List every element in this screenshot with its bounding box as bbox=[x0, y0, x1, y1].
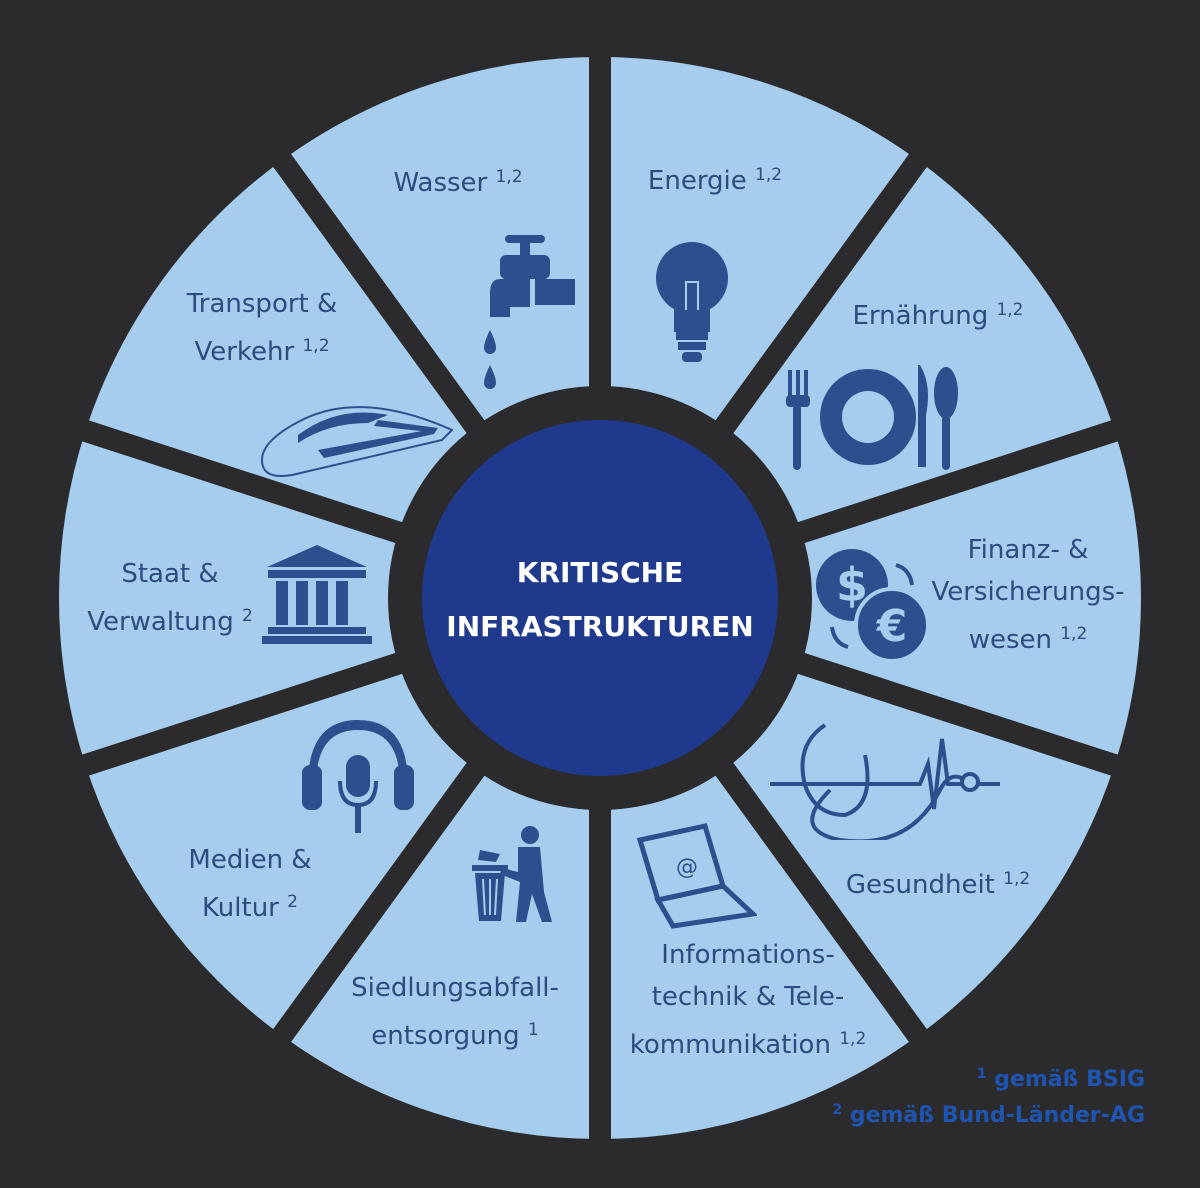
sector-label-it: Informations-technik & Tele-kommunikatio… bbox=[629, 940, 867, 1060]
sector-label-wasser: Wasser 1,2 bbox=[393, 167, 523, 198]
laptop-icon: @ bbox=[636, 823, 757, 929]
lightbulb-icon bbox=[656, 242, 728, 362]
footnote-bund-laender: 2 gemäß Bund-Länder-AG bbox=[832, 1102, 1145, 1128]
sector-label-medien: Medien &Kultur 2 bbox=[188, 845, 312, 923]
sector-label-finanz: Finanz- &Versicherungs-wesen 1,2 bbox=[931, 535, 1125, 655]
plate-cutlery-icon bbox=[786, 365, 958, 470]
headphones-microphone-icon bbox=[302, 720, 414, 833]
sector-label-abfall: Siedlungsabfall-entsorgung 1 bbox=[351, 973, 559, 1051]
sector-label-ernaehrung: Ernährung 1,2 bbox=[852, 300, 1024, 331]
train-icon bbox=[260, 406, 453, 477]
trash-icon bbox=[472, 826, 552, 922]
center-title: KRITISCHE INFRASTRUKTUREN bbox=[446, 546, 753, 654]
sector-label-gesundheit: Gesundheit 1,2 bbox=[845, 869, 1031, 900]
stethoscope-icon bbox=[770, 723, 1000, 840]
center-title-line2: INFRASTRUKTUREN bbox=[446, 610, 754, 643]
center-title-line1: KRITISCHE bbox=[516, 556, 684, 589]
sector-label-energie: Energie 1,2 bbox=[647, 165, 783, 196]
euro-icon: € bbox=[876, 601, 908, 652]
dollar-icon: $ bbox=[836, 558, 868, 612]
currency-exchange-icon: $ € bbox=[816, 549, 930, 663]
at-sign-icon: @ bbox=[676, 855, 698, 880]
center-circle bbox=[422, 420, 778, 776]
sector-medien bbox=[58, 430, 600, 766]
sector-label-staat: Staat &Verwaltung 2 bbox=[87, 559, 253, 637]
government-building-icon bbox=[262, 545, 372, 644]
footnote-bsig: 1 gemäß BSIG bbox=[976, 1066, 1145, 1092]
faucet-icon bbox=[484, 235, 575, 389]
sector-label-transport: Transport &Verkehr 1,2 bbox=[186, 289, 338, 367]
